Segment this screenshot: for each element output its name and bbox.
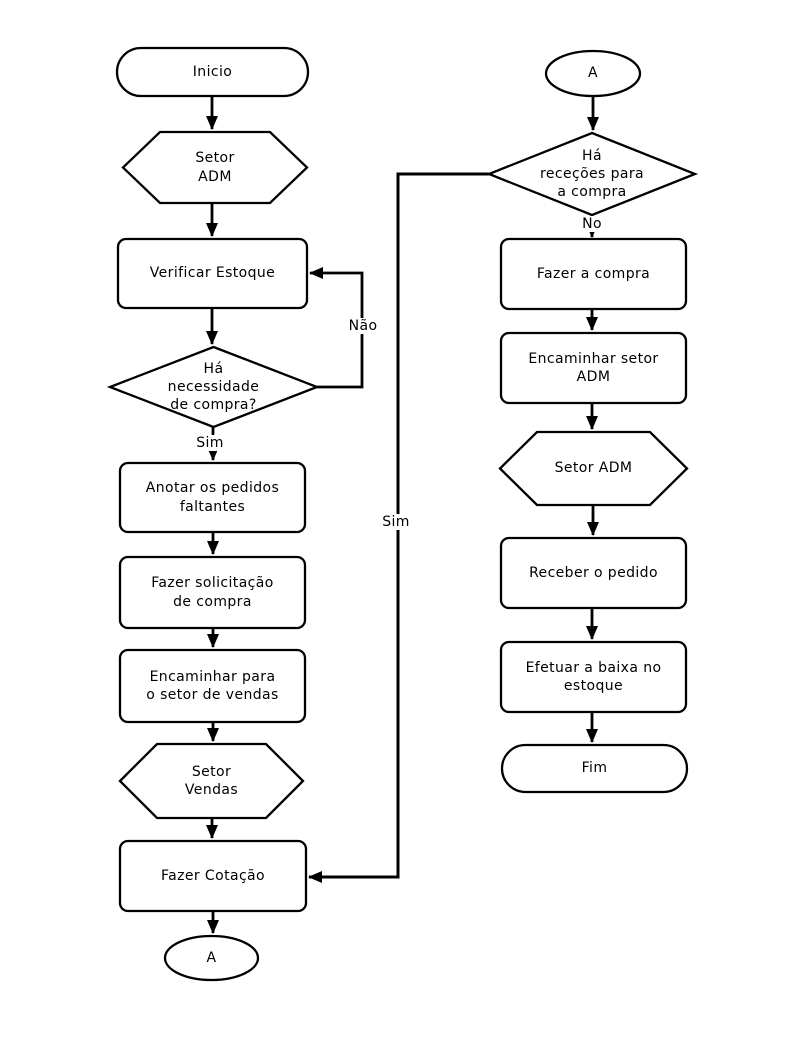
connector-a-right-shape (544, 49, 642, 98)
ha-rececoes-shape (485, 131, 699, 217)
setor-vendas-shape (118, 742, 305, 820)
connector-a-left-shape (163, 934, 260, 982)
efetuar-baixa-shape (499, 640, 688, 714)
verificar-estoque-shape (116, 237, 309, 310)
edge-label-sim-long: Sim (379, 514, 413, 530)
edge-label-sim-left: Sim (193, 435, 227, 451)
edge-label-no: No (579, 216, 605, 232)
setor-adm-1-shape (121, 130, 309, 205)
encaminhar-adm-shape (499, 331, 688, 405)
ha-necessidade-shape (106, 345, 321, 429)
inicio-shape (115, 46, 310, 98)
anotar-pedidos-shape (118, 461, 307, 534)
fazer-solicitacao-shape (118, 555, 307, 630)
edge-label-nao: Não (345, 318, 381, 334)
fazer-cotacao-shape (118, 839, 308, 913)
encaminhar-vendas-shape (118, 648, 307, 724)
setor-adm-2-shape (498, 430, 689, 507)
receber-pedido-shape (499, 536, 688, 610)
fazer-compra-shape (499, 237, 688, 311)
fim-shape (500, 743, 689, 794)
